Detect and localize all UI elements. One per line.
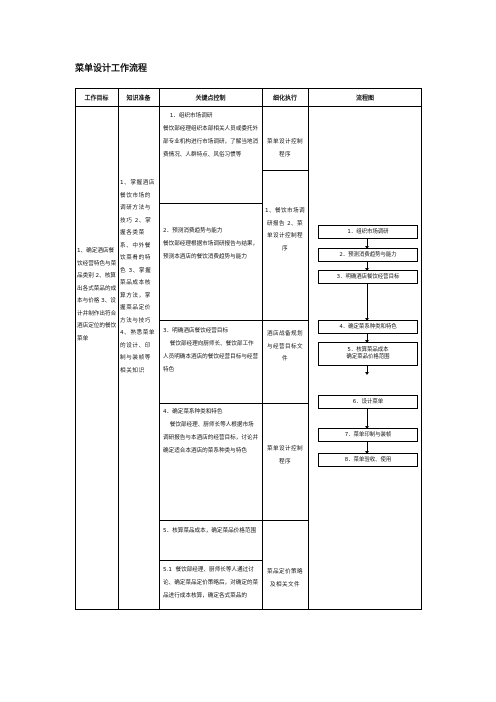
step-5-1-head: 5.1 [163,567,172,573]
step-3: 3．明确酒店餐饮经营目标 餐饮部经理向厨师长、餐饮部工作人员明确本酒店的餐饮经营… [163,325,259,377]
header-flowchart: 流程图 [355,94,374,102]
step-2-body: 餐饮部经理根据市场调研报告与结果，预测本酒店的餐饮消费趋势与能力 [163,241,259,260]
row-divider [159,320,262,321]
header-divider [75,106,422,107]
table-border [75,88,422,610]
step-2: 2．预测消费趋势与能力 餐饮部经理根据市场调研报告与结果，预测本酒店的餐饮消费趋… [163,225,259,264]
flow-step-3: 3．明确酒店餐饮经营目标 [318,270,418,284]
step-4: 4．确定菜系种类和特色 餐饮部经理、厨师长等人根据市场调研报告与本酒店的经营目标… [163,406,259,458]
flow-step-7: 7．菜单印制与装帧 [318,428,418,442]
col-divider [159,88,160,610]
exec-2: 1、餐饮市场调研报告 2、菜单设计控制程序 [265,208,305,252]
flow-step-2: 2．预测消费趋势与能力 [318,248,418,262]
flow-step-8: 8．菜单验收、使用 [318,453,418,467]
step-1-body: 餐饮部经理组织本部相关人员或委托外部专业机构进行市场调研，了解当地消费情况、人群… [163,126,259,158]
col-divider [308,88,309,610]
exec-5: 菜品定价策略及相关文件 [267,569,303,588]
step-4-head: 4．确定菜系种类和特色 [163,409,223,415]
flow-step-5: 5．核算菜品成本 确定菜品价格范围 [318,342,418,366]
row-divider [159,403,262,404]
step-4-body: 餐饮部经理、厨师长等人根据市场调研报告与本酒店的经营目标，讨论并确定适合本酒店的… [163,422,259,454]
flow-arrow [365,262,369,271]
step-1-head: 1．组织市场调研 [169,113,213,119]
step-3-head: 3．明确酒店餐饮经营目标 [163,328,229,334]
flow-step-6: 6．设计菜单 [318,395,418,409]
row-divider [262,520,308,521]
step-3-body: 餐饮部经理向厨师长、餐饮部工作人员明确本酒店的餐饮经营目标与经营特色 [163,341,259,373]
step-2-head: 2．预测消费趋势与能力 [163,228,223,234]
exec-4: 菜单设计控制程序 [267,446,303,465]
row-divider [262,403,308,404]
flow-arrow [365,409,369,429]
header-goal: 工作目标 [84,94,109,102]
row-divider [159,203,262,204]
row-divider [262,170,308,171]
flow-arrow [365,239,369,249]
page-title: 菜单设计工作流程 [75,64,148,74]
goal-text: 1、确定酒店餐饮经营特色与菜品类别 2、核算出各式菜品的成本与价格 3、设计并制… [77,248,117,342]
step-1: 1．组织市场调研 餐饮部经理组织本部相关人员或委托外部专业机构进行市场调研，了解… [163,110,259,162]
flow-step-5-line1: 5．核算菜品成本 [347,347,389,353]
row-divider [159,520,262,521]
header-execution: 细化执行 [272,94,297,102]
workflow-table: 工作目标 知识准备 关键点控制 细化执行 流程图 1、确定酒店餐饮经营特色与菜品… [75,88,422,610]
flow-step-1: 1．组织市场调研 [318,225,418,239]
header-knowledge: 知识准备 [126,94,151,102]
step-5-head: 5．核算菜品成本，确定菜品价格范围 [163,528,257,534]
header-key-points: 关键点控制 [195,94,226,102]
col-divider [118,88,119,610]
flow-arrow [365,442,369,454]
flow-arrow [365,284,369,321]
step-5-1-body: 餐饮部经理、厨师长等人通过讨论、确定菜品定价策略后，对确定的菜品进行成本核算，确… [163,567,259,599]
flow-step-5-line2: 确定菜品价格范围 [346,354,390,360]
exec-1: 菜单设计控制程序 [267,139,303,158]
row-divider [262,320,308,321]
flow-arrow [365,366,369,375]
step-5-1: 5.1 餐饮部经理、厨师长等人通过讨论、确定菜品定价策略后，对确定的菜品进行成本… [163,564,259,603]
exec-3: 酒店战备规划与经营目标文件 [267,331,303,362]
flow-arrow [365,334,369,343]
col-divider [262,88,263,610]
step-5: 5．核算菜品成本，确定菜品价格范围 [163,525,259,538]
knowledge-text: 1、掌握酒店餐饮市场的调研方法与技巧 2、掌握各类菜系、中外餐饮菜肴的特色 3、… [120,180,156,374]
flow-step-4: 4．确定菜系种类和特色 [318,320,418,334]
row-divider [159,560,262,561]
